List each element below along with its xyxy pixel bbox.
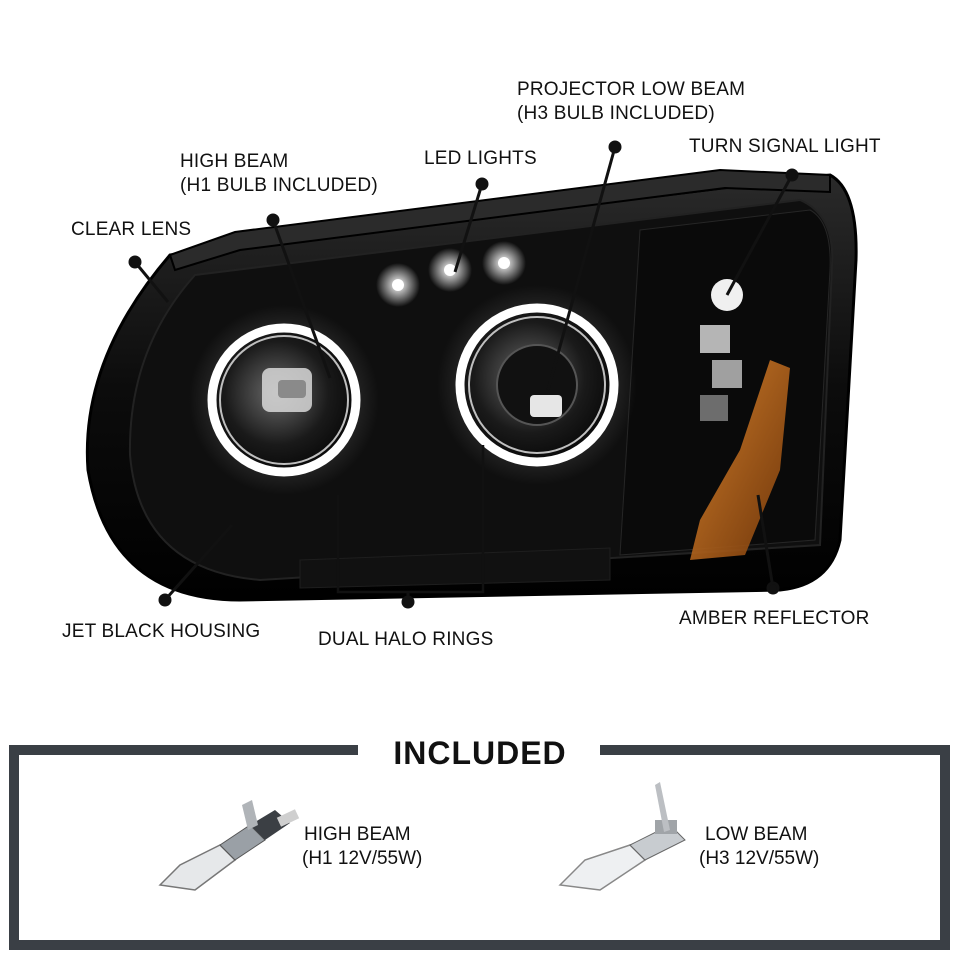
callout-jet-black-housing: JET BLACK HOUSING	[62, 621, 261, 642]
callout-dual-halo-rings: DUAL HALO RINGS	[318, 629, 494, 650]
callout-high-beam-title: HIGH BEAM	[180, 151, 289, 172]
low-beam-halo	[437, 285, 637, 485]
callout-clear-lens: CLEAR LENS	[71, 219, 192, 240]
amber-reflector	[690, 360, 790, 560]
included-item-low-beam: LOW BEAM (H3 12V/55W)	[699, 823, 819, 871]
callout-high-beam: HIGH BEAM (H1 BULB INCLUDED)	[180, 150, 378, 198]
callout-leaders	[128, 140, 799, 609]
h1-bulb-image	[158, 800, 300, 891]
included-item-name: LOW BEAM	[705, 824, 808, 845]
included-item-spec: (H3 12V/55W)	[699, 848, 820, 869]
callout-projector-low-beam: PROJECTOR LOW BEAM (H3 BULB INCLUDED)	[517, 78, 745, 126]
callout-amber-reflector: AMBER REFLECTOR	[679, 608, 870, 629]
included-item-high-beam: HIGH BEAM (H1 12V/55W)	[302, 823, 422, 871]
callout-led-lights: LED LIGHTS	[424, 148, 537, 169]
h3-bulb-image	[558, 782, 686, 891]
halo-bracket-line	[336, 445, 485, 594]
included-frame	[9, 745, 950, 950]
included-item-name: HIGH BEAM	[304, 824, 411, 845]
callout-projector-low-beam-note: (H3 BULB INCLUDED)	[517, 103, 715, 124]
included-title: INCLUDED	[360, 730, 600, 776]
callout-projector-low-beam-title: PROJECTOR LOW BEAM	[517, 79, 746, 100]
included-item-spec: (H1 12V/55W)	[302, 848, 423, 869]
callout-high-beam-note: (H1 BULB INCLUDED)	[180, 175, 378, 196]
high-beam-halo	[189, 305, 379, 495]
callout-turn-signal: TURN SIGNAL LIGHT	[689, 136, 881, 157]
led-lights	[376, 241, 526, 307]
